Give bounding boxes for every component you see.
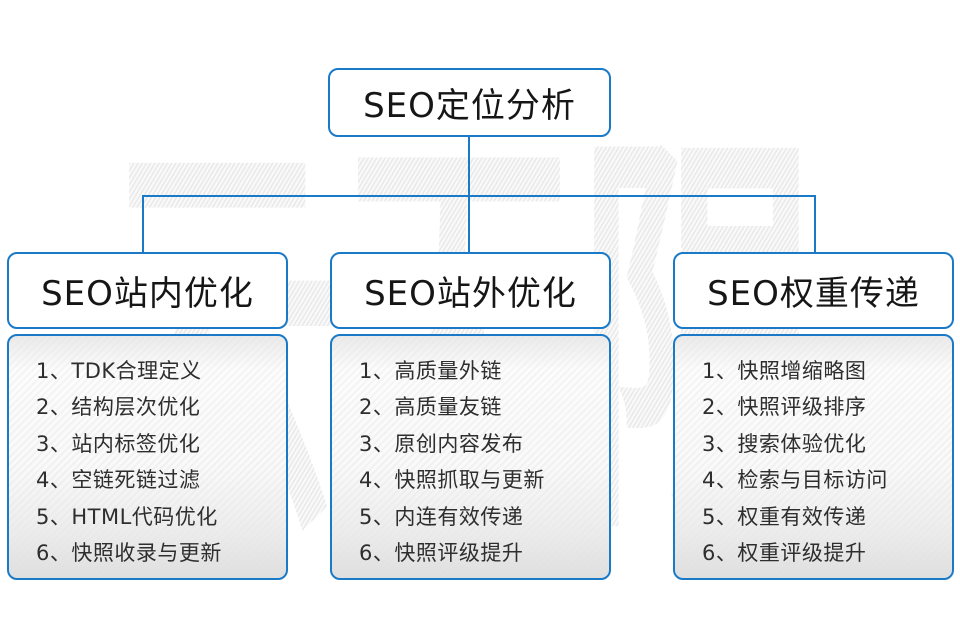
root-node-title: SEO定位分析 <box>363 86 576 126</box>
root-node-seo-positioning: SEO定位分析 <box>328 68 611 137</box>
branch-head-offsite: SEO站外优化 <box>330 252 611 329</box>
branch-head-title: SEO站外优化 <box>364 274 577 314</box>
branch-panel-onsite: 1、TDK合理定义 2、结构层次优化 3、站内标签优化 4、空链死链过滤 5、H… <box>7 334 288 580</box>
list-item: 1、快照增缩略图 <box>702 359 867 383</box>
list-item: 2、高质量友链 <box>359 395 502 420</box>
item-list-offsite: 1、高质量外链 2、高质量友链 3、原创内容发布 4、快照抓取与更新 5、内连有… <box>332 336 609 571</box>
list-item: 1、TDK合理定义 <box>36 359 202 383</box>
list-item: 4、空链死链过滤 <box>36 468 201 493</box>
branch-panel-offsite: 1、高质量外链 2、高质量友链 3、原创内容发布 4、快照抓取与更新 5、内连有… <box>330 334 611 580</box>
list-item: 3、原创内容发布 <box>359 431 524 456</box>
list-item: 6、权重评级提升 <box>702 541 867 566</box>
list-item: 4、检索与目标访问 <box>702 468 888 493</box>
connector-drop-middle <box>468 195 470 253</box>
branch-head-title: SEO权重传递 <box>707 274 920 314</box>
list-item: 6、快照评级提升 <box>359 541 524 566</box>
list-item: 2、快照评级排序 <box>702 395 867 420</box>
item-list-weight: 1、快照增缩略图 2、快照评级排序 3、搜索体验优化 4、检索与目标访问 5、权… <box>675 336 952 571</box>
list-item: 1、高质量外链 <box>359 359 502 383</box>
item-list-onsite: 1、TDK合理定义 2、结构层次优化 3、站内标签优化 4、空链死链过滤 5、H… <box>9 336 286 571</box>
list-item: 6、快照收录与更新 <box>36 541 222 566</box>
list-item: 5、内连有效传递 <box>359 504 524 529</box>
connector-horizontal-rail <box>142 195 816 197</box>
connector-drop-right <box>814 195 816 253</box>
connector-root-vertical <box>468 136 470 197</box>
list-item: 4、快照抓取与更新 <box>359 468 545 493</box>
connector-drop-left <box>142 195 144 253</box>
list-item: 3、站内标签优化 <box>36 431 201 456</box>
list-item: 3、搜索体验优化 <box>702 431 867 456</box>
list-item: 5、HTML代码优化 <box>36 504 218 529</box>
branch-head-weight: SEO权重传递 <box>673 252 954 329</box>
list-item: 2、结构层次优化 <box>36 395 201 420</box>
list-item: 5、权重有效传递 <box>702 504 867 529</box>
branch-head-title: SEO站内优化 <box>41 274 254 314</box>
branch-head-onsite: SEO站内优化 <box>7 252 288 329</box>
branch-panel-weight: 1、快照增缩略图 2、快照评级排序 3、搜索体验优化 4、检索与目标访问 5、权… <box>673 334 954 580</box>
